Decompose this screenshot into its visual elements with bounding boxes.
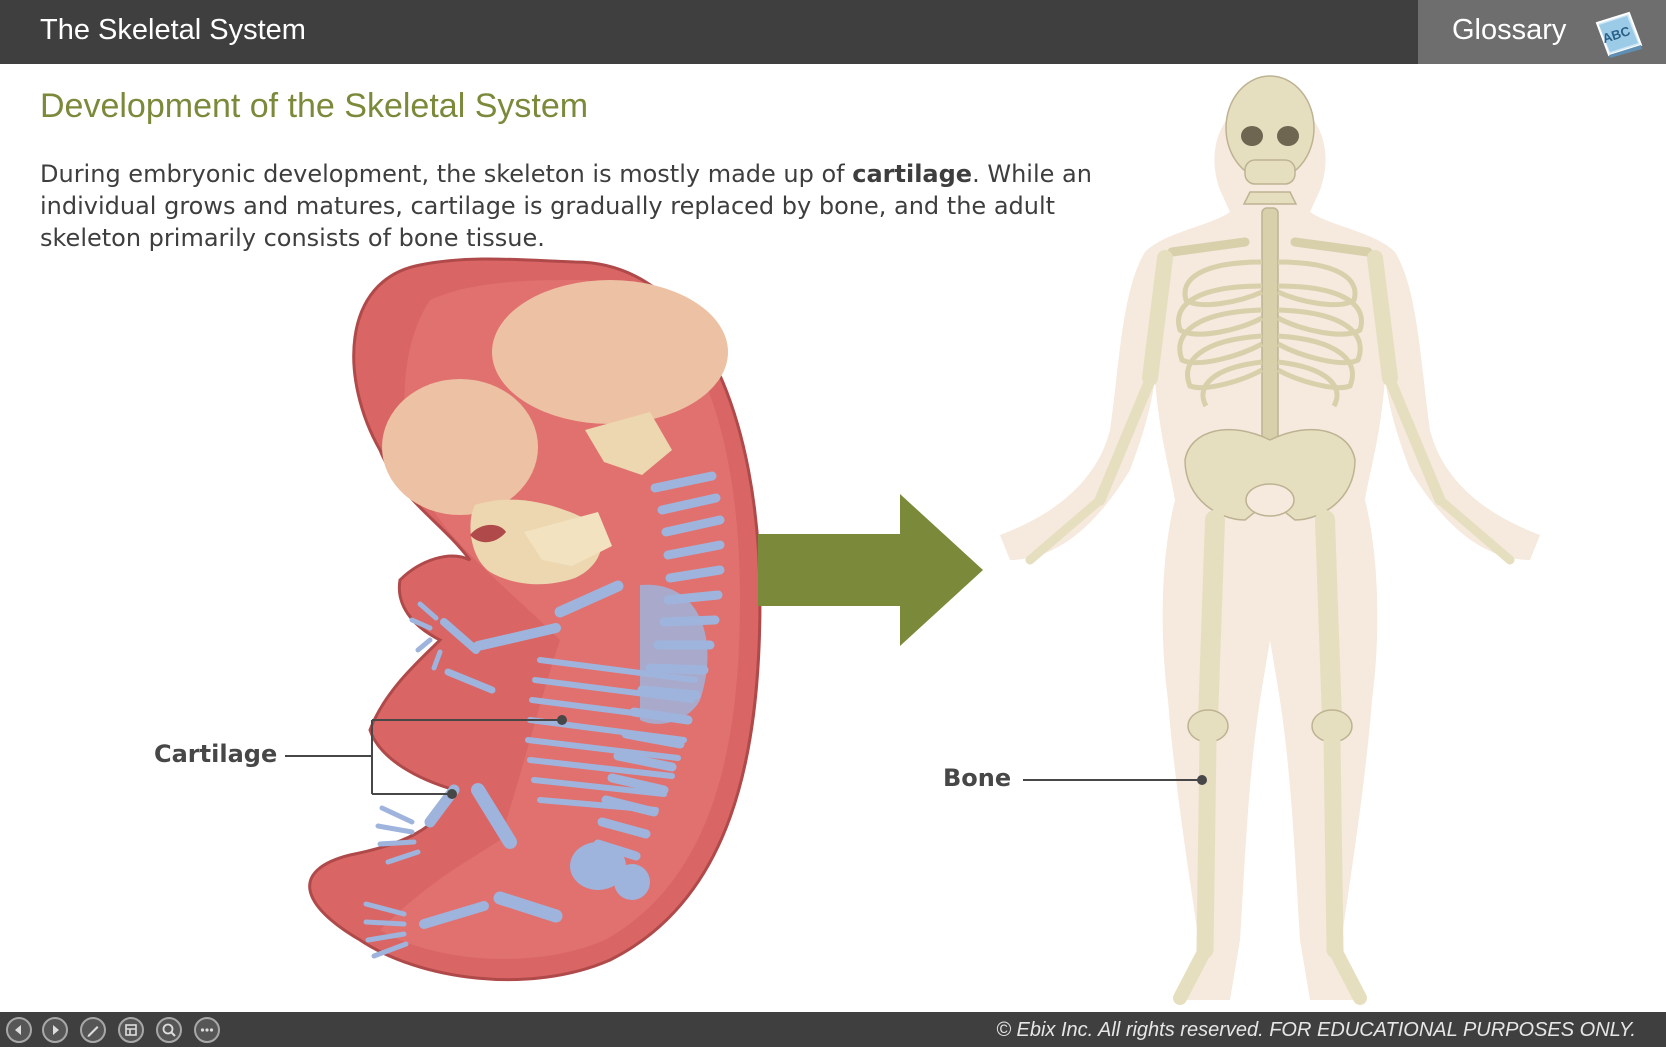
pen-button[interactable] — [80, 1017, 106, 1043]
intro-text-after: . While an individual grows and matures,… — [40, 160, 1092, 252]
more-icon — [200, 1028, 214, 1032]
abc-book-icon: ABC — [1595, 11, 1643, 58]
zoom-icon — [162, 1023, 176, 1037]
header-bar: The Skeletal System Glossary ABC — [0, 0, 1666, 64]
development-arrow — [758, 494, 983, 646]
bone-pointer-dot — [1197, 775, 1207, 785]
copyright-notice: © Ebix Inc. All rights reserved. FOR EDU… — [996, 1019, 1636, 1041]
page-title: Development of the Skeletal System — [40, 87, 589, 125]
adult-skeleton-illustration — [1000, 75, 1540, 1005]
cartilage-pointer-dot — [557, 715, 567, 725]
callout-lines — [285, 719, 1202, 795]
intro-text-before: During embryonic development, the skelet… — [40, 160, 853, 188]
zoom-button[interactable] — [156, 1017, 182, 1043]
previous-icon — [15, 1025, 21, 1035]
intro-paragraph: During embryonic development, the skelet… — [40, 158, 1110, 254]
more-button[interactable] — [194, 1017, 220, 1043]
glossary-label: Glossary — [1452, 14, 1567, 46]
bone-label: Bone — [943, 764, 1012, 792]
cartilage-label: Cartilage — [154, 740, 278, 768]
cartilage-pointer-dot — [447, 789, 457, 799]
app-title: The Skeletal System — [40, 14, 306, 46]
pen-icon — [87, 1026, 99, 1037]
menu-button[interactable] — [118, 1017, 144, 1043]
glossary-button[interactable]: Glossary ABC — [1418, 0, 1666, 64]
skeletal-development-illustration — [285, 75, 1540, 1005]
previous-button[interactable] — [6, 1017, 32, 1043]
next-icon — [53, 1025, 59, 1035]
intro-text-bold: cartilage — [852, 160, 973, 188]
menu-icon — [125, 1024, 137, 1036]
next-button[interactable] — [42, 1017, 68, 1043]
embryo-illustration — [308, 257, 762, 982]
footer-bar: © Ebix Inc. All rights reserved. FOR EDU… — [0, 1012, 1666, 1047]
